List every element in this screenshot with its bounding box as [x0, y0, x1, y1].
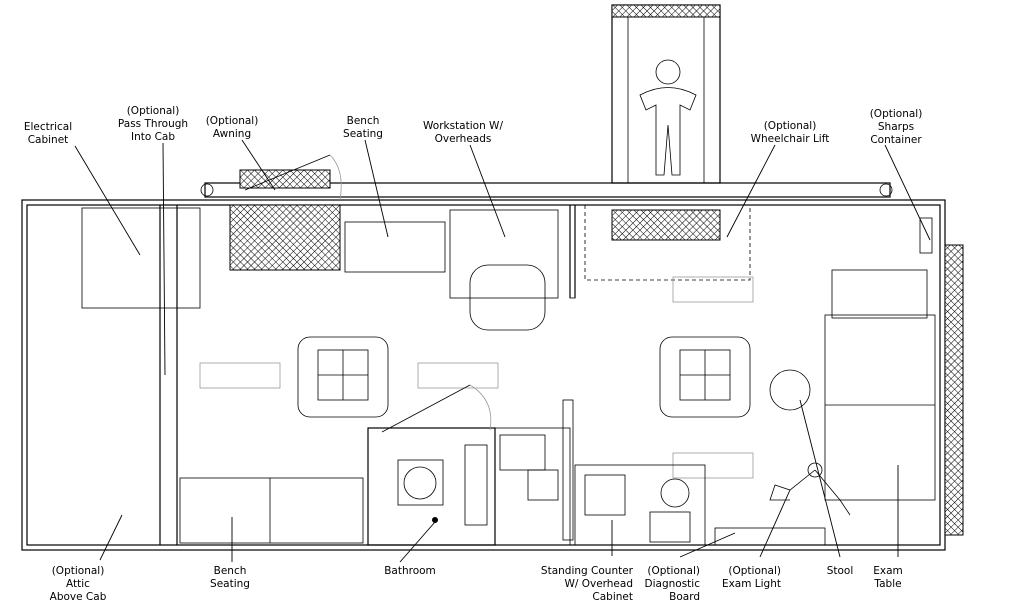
- table-left: [297, 336, 389, 418]
- stool: [769, 369, 811, 411]
- electrical-cabinet: [81, 207, 201, 309]
- sharps-container: [919, 217, 933, 254]
- awning: [200, 154, 893, 201]
- bench-seating-bottom: [179, 477, 364, 544]
- vehicle-walls: [21, 199, 946, 551]
- exam-table: [824, 269, 936, 501]
- label-wheelchair-lift: (Optional)Wheelchair Lift: [751, 120, 830, 145]
- diagnostic-board: [714, 527, 826, 546]
- standing-counter: [494, 399, 706, 546]
- leader-lines: [74, 139, 931, 563]
- workstation: [449, 209, 559, 331]
- exam-light: [769, 462, 851, 516]
- label-stool: Stool: [827, 565, 854, 577]
- wheelchair-lift: [584, 4, 751, 281]
- table-right: [659, 336, 751, 418]
- label-bathroom: Bathroom: [384, 565, 436, 577]
- exterior-step: [944, 244, 964, 536]
- label-awning: (Optional)Awning: [206, 115, 259, 140]
- label-workstation: Workstation W/Overheads: [423, 120, 503, 145]
- bench-seating-top: [344, 221, 446, 273]
- awning-panel: [229, 204, 341, 271]
- label-exam-light: (Optional)Exam Light: [722, 565, 781, 590]
